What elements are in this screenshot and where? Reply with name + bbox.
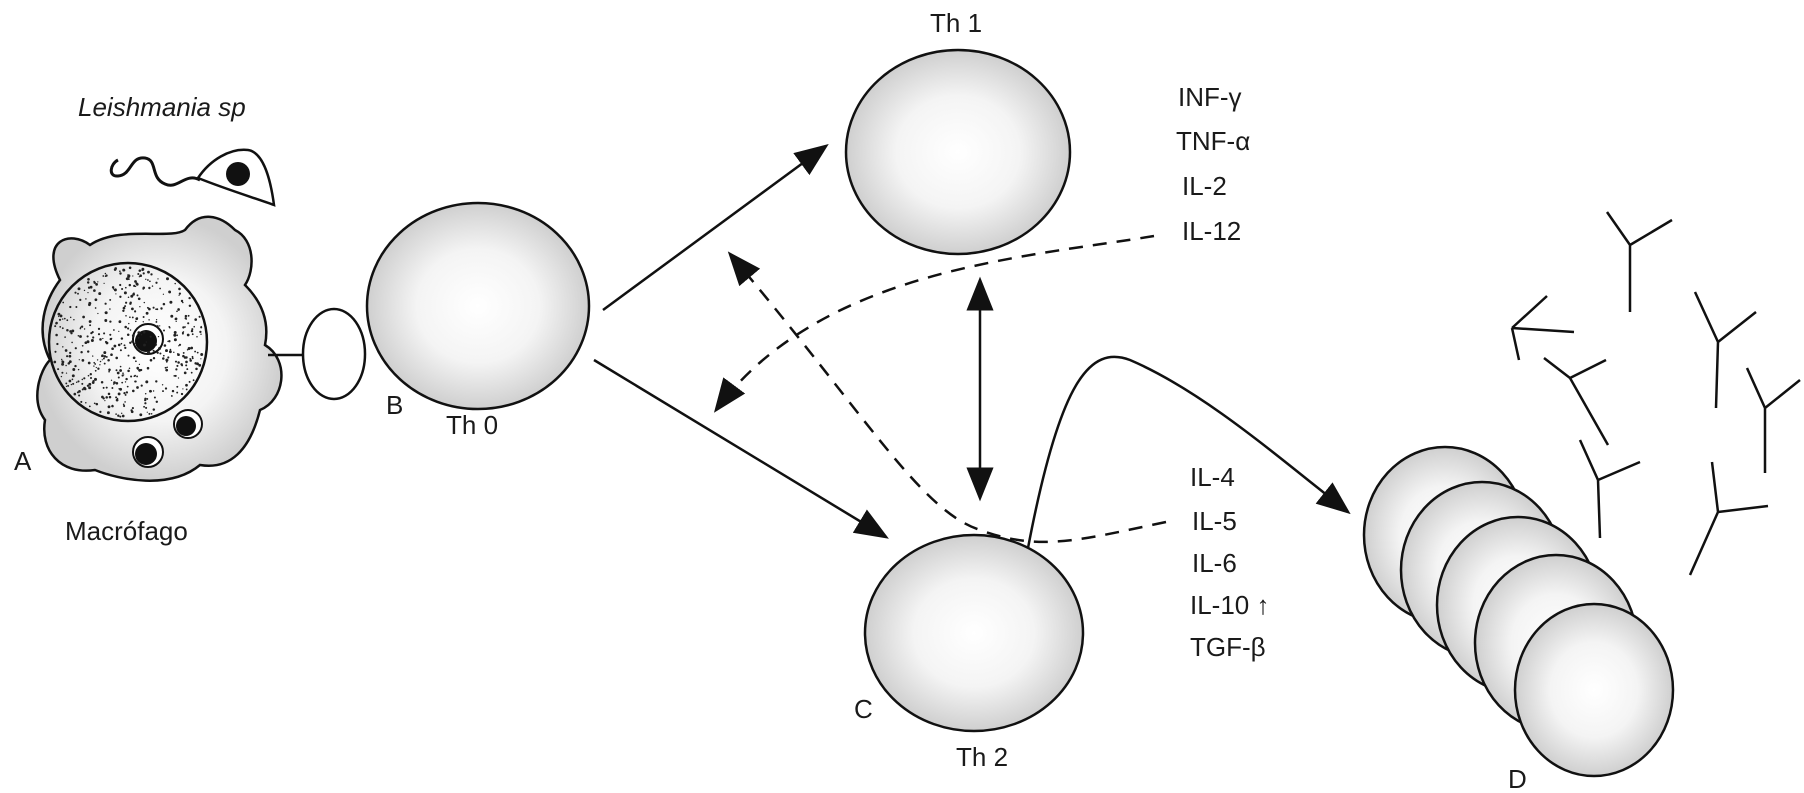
th2-label: Th 2 (956, 742, 1008, 772)
th2-cytokine: IL-6 (1192, 548, 1237, 578)
th2-cell: C Th 2 (854, 533, 1085, 772)
th1-cytokine-list: INF-γ TNF-α IL-2 IL-12 (1176, 82, 1250, 246)
plasma-cell (1513, 602, 1675, 778)
antibody-icon (1510, 295, 1575, 361)
antibodies (1510, 211, 1801, 576)
th0-label: Th 0 (446, 410, 498, 440)
th2-cytokine: IL-5 (1192, 506, 1237, 536)
th1-label: Th 1 (930, 8, 982, 38)
plasma-letter: D (1508, 764, 1527, 793)
plasma-cell-stack: D (1362, 445, 1675, 793)
macrophage-letter: A (14, 446, 32, 476)
leishmania-promastigote: Leishmania sp (78, 92, 276, 207)
organism-label: Leishmania sp (78, 92, 246, 122)
arrow-th0-to-th1 (602, 143, 829, 312)
flagellum (109, 156, 201, 187)
antigen-presentation-receptor (301, 307, 367, 401)
th2-cytokine-list: IL-4 IL-5 IL-6 IL-10 ↑ TGF-β (1190, 462, 1270, 662)
th2-cytokine: IL-4 (1190, 462, 1235, 492)
antibody-icon (1693, 291, 1757, 409)
arrow-th0-to-th2 (593, 358, 889, 539)
dashed-arrow-th2-feedback (727, 251, 1167, 544)
th1-cytokine: IL-2 (1182, 171, 1227, 201)
th1-cytokine: INF-γ (1178, 82, 1242, 112)
amastigote (132, 436, 164, 468)
th1-cytokine: TNF-α (1176, 126, 1250, 156)
th1-cytokine: IL-12 (1182, 216, 1241, 246)
antibody-icon (1688, 461, 1769, 576)
arrow-th2-to-plasma-cells (1026, 355, 1351, 549)
antibody-icon (1745, 367, 1801, 473)
antibody-icon (1578, 439, 1641, 539)
th1-cell: Th 1 (844, 8, 1072, 256)
antibody-icon (1605, 211, 1673, 312)
th2-cytokine: IL-10 ↑ (1190, 590, 1270, 620)
dashed-arrow-il12-feedback (713, 234, 1155, 413)
amastigote (132, 323, 164, 355)
th0-letter: B (386, 390, 403, 420)
macrophage-label: Macrófago (65, 516, 188, 546)
th2-cytokine: TGF-β (1190, 632, 1266, 662)
antibody-icon (1543, 357, 1610, 446)
amastigote (173, 409, 203, 439)
macrophage-nucleus (47, 261, 209, 423)
th0-cell: B Th 0 (365, 201, 591, 440)
th2-letter: C (854, 694, 873, 724)
